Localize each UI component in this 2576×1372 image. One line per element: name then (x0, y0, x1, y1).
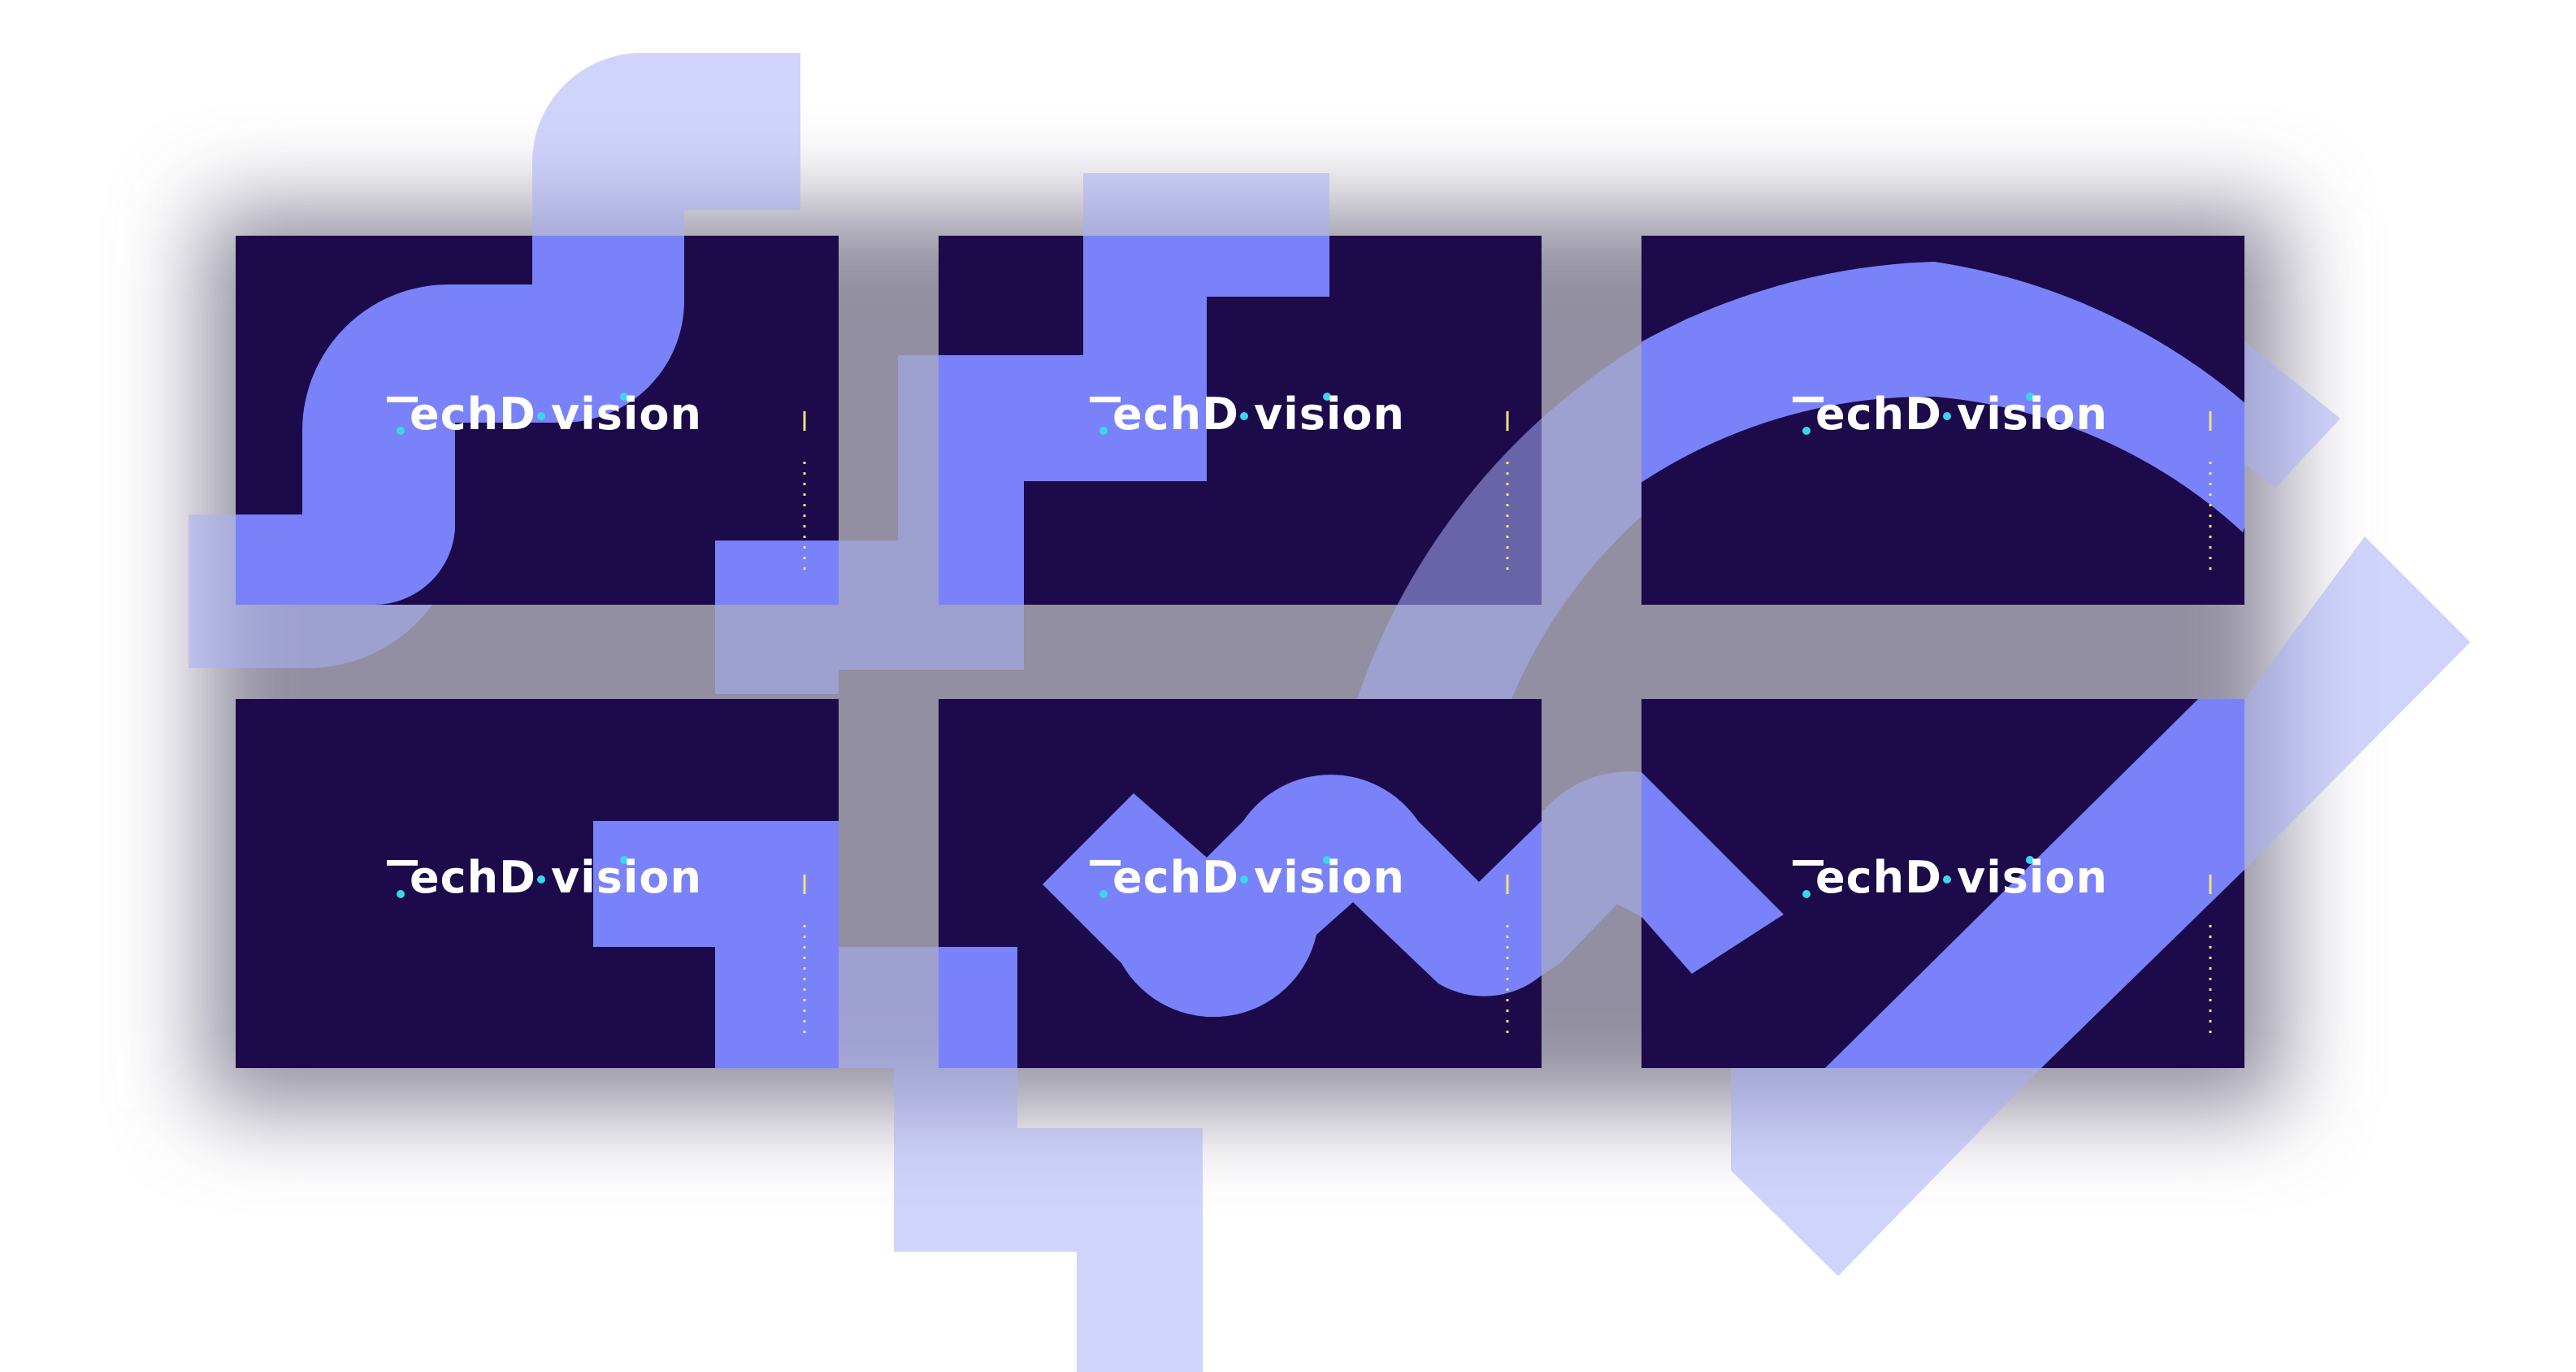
logo-word-part-1: echD (410, 389, 536, 440)
logo-dot (537, 412, 545, 420)
logo-t-bar (387, 860, 418, 866)
logo-t-bar (1090, 860, 1121, 866)
logo-word-part-1: echD (1815, 852, 1942, 903)
card-4-block-overflow (839, 947, 939, 1068)
card-1-block-overflow (715, 605, 839, 694)
logo-dot (397, 890, 405, 898)
connector-1-2-top (898, 355, 939, 541)
logo-word-part-2: vision (1957, 389, 2108, 440)
card-1-shape-overflow-top (532, 53, 800, 236)
logo-dot (1099, 890, 1108, 898)
logo-word-part-1: echD (1815, 389, 1942, 440)
logo-2: echD vision (1090, 389, 1405, 440)
logo-word-part-2: vision (1957, 852, 2108, 903)
logo-5: echD vision (1090, 852, 1405, 903)
card-5-wave-overflow (1542, 771, 1641, 975)
logo-word-part-2: vision (551, 852, 702, 903)
logo-word-part-1: echD (1112, 852, 1239, 903)
logo-dot (620, 393, 628, 401)
logo-dot (620, 856, 628, 864)
logo-dot (1323, 856, 1331, 864)
logo-1: echD vision (387, 389, 702, 440)
logo-t-bar (1090, 397, 1121, 402)
card-1-shape-overflow-bottom (189, 514, 432, 669)
card-1-motif (236, 236, 839, 605)
logo-dot (1802, 427, 1811, 435)
logo-6: echD vision (1793, 852, 2108, 903)
logo-dot (1099, 427, 1108, 435)
card-5-motif (939, 775, 1542, 1068)
card-4-motif (593, 821, 839, 1068)
logo-dot (1943, 412, 1951, 420)
card-6-band-overflow-bottom (1731, 1068, 2041, 1276)
card-5-steps-overflow (894, 1068, 1203, 1372)
logo-dot (1240, 875, 1248, 884)
logo-word-part-2: vision (1254, 389, 1405, 440)
logo-t-bar (1793, 397, 1824, 402)
logo-dot (397, 427, 405, 435)
logo-dot (1240, 412, 1248, 420)
logo-word-part-2: vision (1254, 852, 1405, 903)
logo-3: echD vision (1793, 389, 2108, 440)
logo-dot (537, 875, 545, 884)
logo-dot (2026, 393, 2034, 401)
card-2-shape-overflow-top (1083, 173, 1329, 236)
card-2-shape-overflow-bottom (839, 605, 1024, 670)
logo-t-bar (1793, 860, 1824, 866)
card-3-arc-overflow (1357, 317, 1690, 699)
card-3-arc-overflow-right (2244, 341, 2340, 488)
logo-dot (1943, 875, 1951, 884)
logo-dot (1323, 393, 1331, 401)
card-6-band-overflow-top (2244, 536, 2470, 870)
card-3-motif (1641, 262, 2244, 532)
card-6-motif (1641, 699, 2244, 1068)
logo-t-bar (387, 397, 418, 402)
logo-word-part-1: echD (410, 852, 536, 903)
logo-dot (2026, 856, 2034, 864)
logo-4: echD vision (387, 852, 702, 903)
logo-word-part-1: echD (1112, 389, 1239, 440)
logo-word-part-2: vision (551, 389, 702, 440)
logo-dot (1802, 890, 1811, 898)
card-2-motif (939, 236, 1329, 605)
